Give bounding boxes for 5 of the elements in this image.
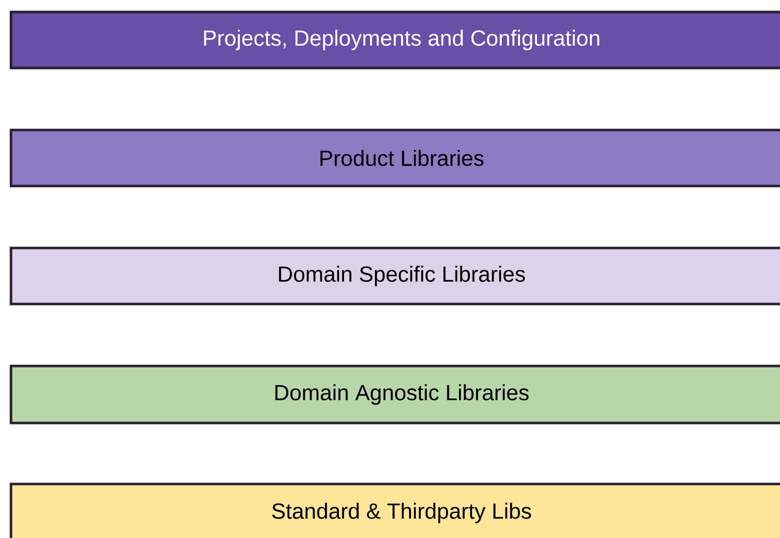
layer-band: Standard & Thirdparty Libs [10,482,780,538]
layer-band: Product Libraries [10,128,780,188]
layer-band: Domain Agnostic Libraries [10,364,780,424]
layer-band: Domain Specific Libraries [10,246,780,306]
layer-band: Projects, Deployments and Configuration [10,10,780,70]
